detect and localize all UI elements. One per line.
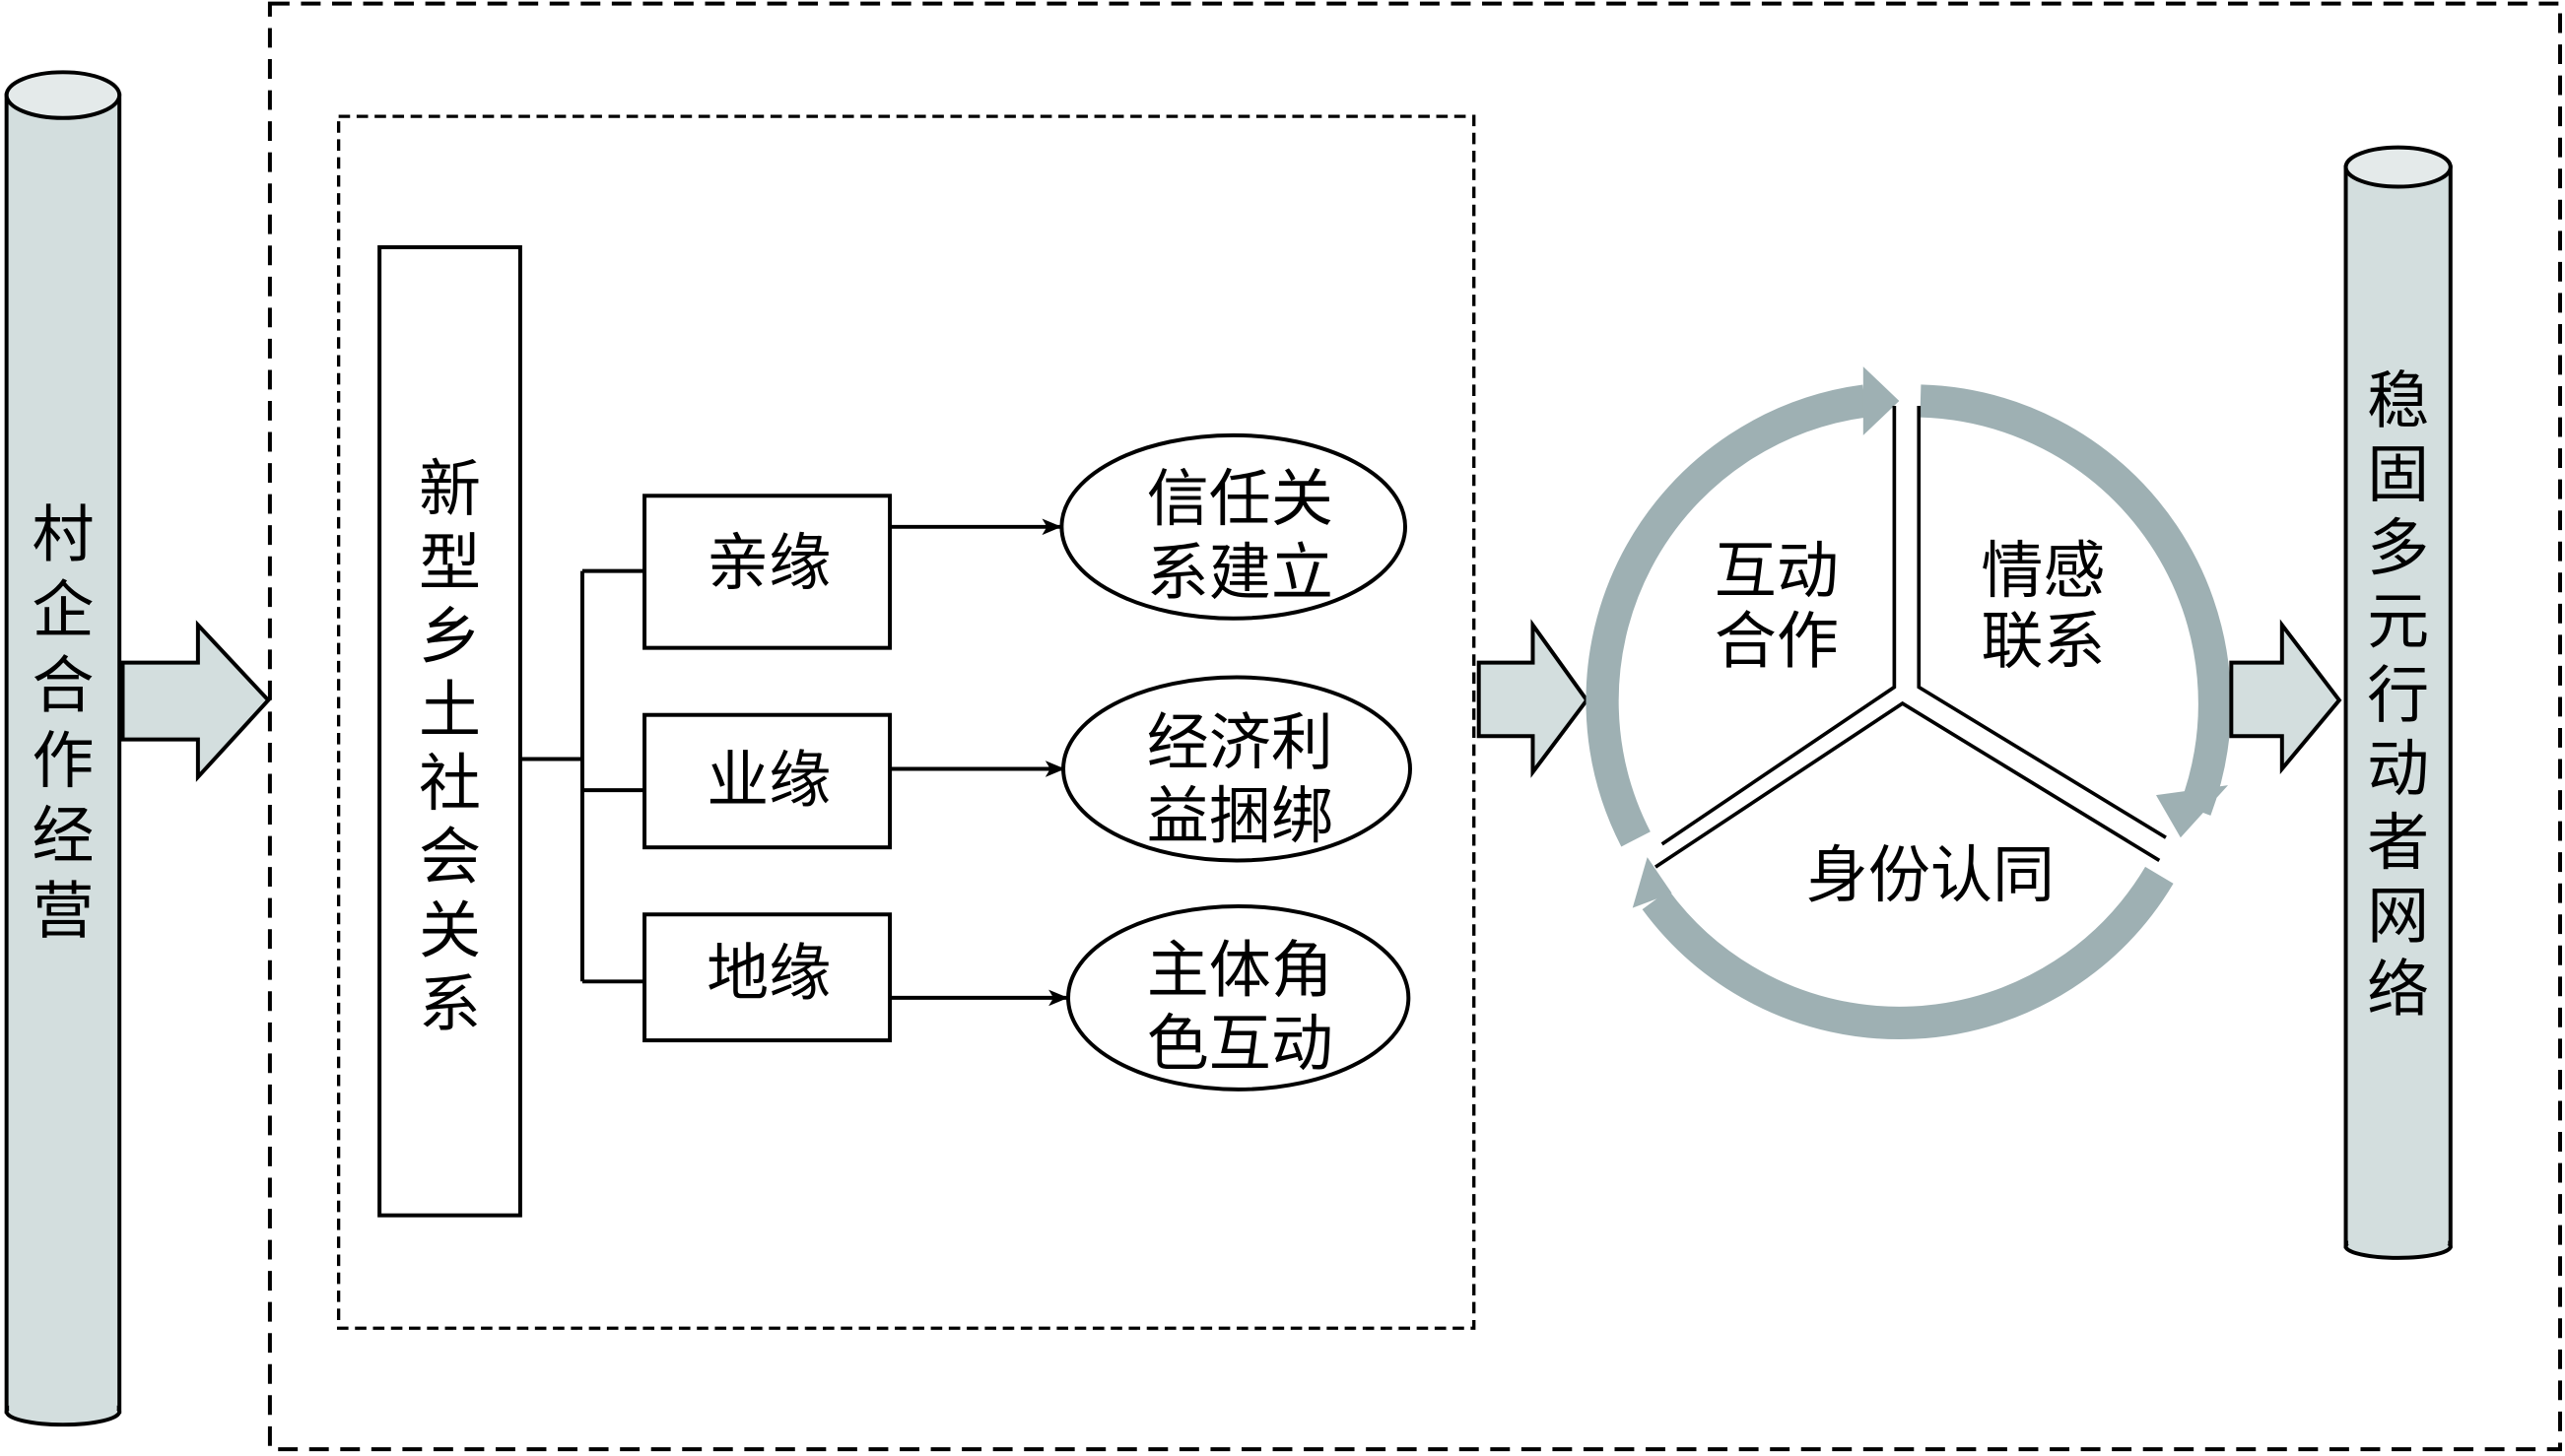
inner-dashed-frame	[336, 114, 1476, 1330]
left-cylinder-label: 村企合作经营	[32, 498, 94, 948]
cycle-label-interaction-line2: 合作	[1715, 605, 1839, 678]
outcome-economic: 经济利 益捆绑	[1061, 675, 1412, 863]
right-block-arrow	[2229, 619, 2342, 775]
right-cylinder: 稳固多元行动者网络	[2343, 145, 2453, 1260]
vertical-char: 会	[419, 821, 481, 893]
vertical-char: 元	[2367, 585, 2429, 658]
cycle-arrowhead-top	[1862, 366, 1900, 435]
vertical-char: 稳	[2367, 364, 2429, 437]
vertical-char: 新	[419, 452, 481, 525]
cycle-label-identity: 身份认同	[1806, 838, 2055, 911]
cycle-arrowhead-right	[2155, 785, 2229, 838]
vertical-char: 村	[32, 498, 94, 571]
tie-label: 地缘	[707, 937, 831, 1010]
left-cylinder-top	[4, 70, 122, 120]
vertical-char: 络	[2367, 953, 2429, 1026]
tie-box	[642, 912, 893, 1043]
vertical-char: 作	[32, 724, 94, 797]
cycle-ring	[1586, 384, 2232, 1040]
vertical-char: 网	[2367, 879, 2429, 952]
middle-block-arrow	[1476, 619, 1589, 778]
cycle-label-interaction-line1: 互动	[1715, 534, 1839, 607]
cycle-arc-left	[1586, 384, 1867, 847]
cycle-dividers	[1654, 405, 2167, 869]
vertical-char: 合	[32, 648, 94, 721]
vertical-char: 行	[2367, 658, 2429, 731]
cycle-arc-right	[1920, 384, 2232, 816]
cycle-arrowheads	[1632, 366, 2229, 908]
outcome-ellipse	[1066, 903, 1411, 1092]
vertical-char: 多	[2367, 511, 2429, 584]
tie-box	[642, 494, 893, 650]
tie-connectors	[519, 568, 645, 984]
outcome-line1: 信任关	[1147, 462, 1333, 535]
left-cylinder: 村企合作经营	[4, 70, 122, 1427]
outcome-line2: 色互动	[1147, 1007, 1333, 1080]
vertical-char: 者	[2367, 806, 2429, 879]
outcome-line2: 系建立	[1147, 536, 1333, 609]
vertical-char: 乡	[419, 600, 481, 673]
vertical-char: 动	[2367, 732, 2429, 805]
vertical-char: 营	[32, 875, 94, 948]
outer-dashed-frame	[267, 1, 2563, 1452]
tie-label: 业缘	[707, 744, 831, 817]
outcome-ellipse	[1061, 675, 1412, 863]
right-cylinder-top	[2343, 145, 2453, 189]
outcome-role: 主体角 色互动	[1066, 903, 1411, 1092]
tie-label: 亲缘	[707, 526, 831, 599]
right-cylinder-label: 稳固多元行动者网络	[2367, 364, 2429, 1026]
outcome-line1: 经济利	[1147, 706, 1333, 779]
vertical-char: 固	[2367, 437, 2429, 510]
vertical-char: 企	[32, 573, 94, 646]
cycle-arrowhead-left	[1632, 857, 1672, 908]
tie-kinship: 亲缘	[642, 494, 893, 650]
cycle-label-emotion-line1: 情感	[1981, 534, 2105, 607]
outcome-trust: 信任关 系建立	[1059, 432, 1407, 621]
tie-occupation: 业缘	[642, 712, 893, 850]
left-block-arrow	[120, 620, 271, 782]
vertical-char: 关	[419, 893, 481, 966]
cycle-arc-bottom	[1642, 866, 2174, 1040]
cycle-label-emotion-line2: 联系	[1981, 605, 2105, 678]
vertical-char: 系	[419, 967, 481, 1040]
vertical-char: 社	[419, 747, 481, 820]
social-relations-box	[377, 244, 522, 1218]
vertical-char: 型	[419, 526, 481, 599]
social-relations-label: 新型乡土社会关系	[419, 452, 481, 1040]
outcome-line1: 主体角	[1147, 933, 1333, 1006]
vertical-char: 土	[419, 673, 481, 746]
tie-geography: 地缘	[642, 912, 893, 1043]
tie-box	[642, 712, 893, 850]
vertical-char: 经	[32, 799, 94, 872]
outcome-line2: 益捆绑	[1147, 779, 1333, 852]
outcome-ellipse	[1059, 432, 1407, 621]
